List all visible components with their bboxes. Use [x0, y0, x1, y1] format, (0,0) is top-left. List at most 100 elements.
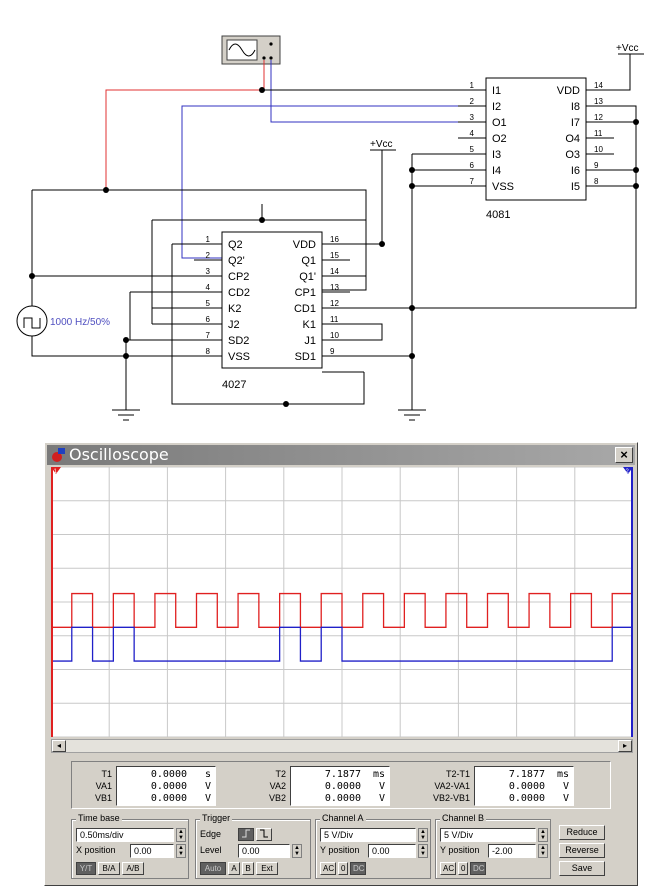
pin-number: 5: [470, 145, 475, 154]
pin-label: SD2: [228, 335, 249, 347]
timebase-panel: Time base 0.50ms/div ▲▼ X position 0.00 …: [71, 813, 189, 879]
readout-label: T1: [101, 769, 112, 779]
channel-a-ac-button[interactable]: AC: [320, 862, 336, 875]
pin-label: I5: [571, 181, 580, 193]
readout-value: 0.0000: [324, 781, 361, 792]
level-input[interactable]: 0.00: [238, 844, 290, 858]
ba-button[interactable]: B/A: [98, 862, 120, 875]
channel-b-y-label: Y position: [440, 845, 480, 855]
pin-number: 10: [594, 145, 603, 154]
save-button[interactable]: Save: [559, 861, 605, 876]
channel-b-scale-select[interactable]: 5 V/Div: [440, 828, 536, 842]
x-position-spinner[interactable]: ▲▼: [176, 844, 186, 858]
ground-symbol-b: [398, 409, 426, 421]
vcc-label-a: +Vcc: [370, 139, 393, 150]
channel-a-y-spinner[interactable]: ▲▼: [418, 844, 428, 858]
pin-label: I2: [492, 101, 501, 113]
readout-label: VA2: [269, 781, 286, 791]
channel-b-trace: [51, 626, 633, 662]
chip-4027-body[interactable]: [221, 231, 323, 369]
readout-unit: V: [378, 793, 385, 804]
titlebar[interactable]: Oscilloscope ×: [47, 445, 635, 465]
x-position-input[interactable]: 0.00: [130, 844, 174, 858]
readout-value: 0.0000: [150, 769, 187, 780]
yt-button[interactable]: Y/T: [76, 862, 96, 875]
channel-b-dc-button[interactable]: DC: [470, 862, 486, 875]
pin-number: 6: [206, 315, 211, 324]
pin-number: 13: [594, 97, 603, 106]
close-button[interactable]: ×: [615, 447, 633, 463]
pin-number: 7: [470, 177, 475, 186]
readout-value: 7.1877: [508, 769, 545, 780]
pin-label: O3: [565, 149, 580, 161]
readout-label: T2-T1: [445, 769, 470, 779]
probe-wire-a: [105, 60, 265, 190]
cursor-1-marker[interactable]: 1: [51, 467, 61, 475]
pin-label: K1: [303, 319, 316, 331]
trigger-ext-button[interactable]: Ext: [256, 862, 278, 875]
pin-label: VDD: [557, 85, 580, 97]
chip-4081-body[interactable]: [485, 77, 587, 201]
channel-a-y-input[interactable]: 0.00: [368, 844, 416, 858]
scope-screen[interactable]: 1 2: [51, 467, 633, 737]
pin-label: CD2: [228, 287, 250, 299]
pin-number: 9: [594, 161, 599, 170]
pin-label: I1: [492, 85, 501, 97]
rising-edge-icon[interactable]: [238, 828, 254, 841]
channel-a-zero-button[interactable]: 0: [338, 862, 348, 875]
pin-label: CP2: [228, 271, 249, 283]
pin-label: VDD: [293, 239, 316, 251]
auto-button[interactable]: Auto: [200, 862, 226, 875]
probe-wire-b: [270, 60, 486, 123]
channel-b-ac-button[interactable]: AC: [440, 862, 456, 875]
readout-unit: V: [204, 793, 211, 804]
readout-value: 0.0000: [150, 781, 187, 792]
pin-label: I8: [571, 101, 580, 113]
readout-value: 0.0000: [508, 793, 545, 804]
readout-label: T2: [275, 769, 286, 779]
vcc-symbol-a: +Vcc: [370, 139, 396, 151]
pin-label: I3: [492, 149, 501, 161]
channel-b-scale-spinner[interactable]: ▲▼: [538, 828, 548, 842]
pin-number: 2: [470, 97, 475, 106]
scroll-left-button[interactable]: ◂: [52, 740, 66, 752]
channel-a-dc-button[interactable]: DC: [350, 862, 366, 875]
scope-traces: [51, 592, 633, 662]
reduce-button[interactable]: Reduce: [559, 825, 605, 840]
channel-b-y-input[interactable]: -2.00: [488, 844, 536, 858]
pin-label: I7: [571, 117, 580, 129]
reverse-button[interactable]: Reverse: [559, 843, 605, 858]
horizontal-scrollbar[interactable]: ◂ ▸: [51, 739, 633, 753]
channel-b-y-spinner[interactable]: ▲▼: [538, 844, 548, 858]
timebase-select[interactable]: 0.50ms/div: [76, 828, 174, 842]
trigger-b-button[interactable]: B: [242, 862, 254, 875]
chip-4081-name: 4081: [486, 209, 510, 221]
pin-label: O4: [565, 133, 580, 145]
ab-button[interactable]: A/B: [122, 862, 144, 875]
pin-label: SD1: [295, 351, 316, 363]
probe-wire-b2: [181, 105, 486, 259]
readout-value: 0.0000: [324, 793, 361, 804]
level-spinner[interactable]: ▲▼: [292, 844, 302, 858]
scroll-right-button[interactable]: ▸: [618, 740, 632, 752]
falling-edge-icon[interactable]: [256, 828, 272, 841]
channel-a-scale-select[interactable]: 5 V/Div: [320, 828, 416, 842]
trigger-a-button[interactable]: A: [228, 862, 240, 875]
channel-a-scale-spinner[interactable]: ▲▼: [418, 828, 428, 842]
pin-number: 1: [206, 235, 211, 244]
readout-label: VB2: [268, 793, 286, 803]
readout-unit: s: [204, 769, 211, 780]
wire-junctions: [29, 87, 639, 407]
pin-label: J1: [304, 335, 316, 347]
clock-source-icon[interactable]: [16, 305, 48, 337]
pin-label: K2: [228, 303, 241, 315]
cursor-2-marker[interactable]: 2: [623, 467, 633, 475]
channel-b-zero-button[interactable]: 0: [458, 862, 468, 875]
pin-number: 3: [206, 267, 211, 276]
readout-label: VA2-VA1: [434, 781, 470, 791]
timebase-spinner[interactable]: ▲▼: [176, 828, 186, 842]
readout-unit: V: [562, 793, 569, 804]
oscilloscope-instrument-icon[interactable]: [221, 35, 281, 65]
